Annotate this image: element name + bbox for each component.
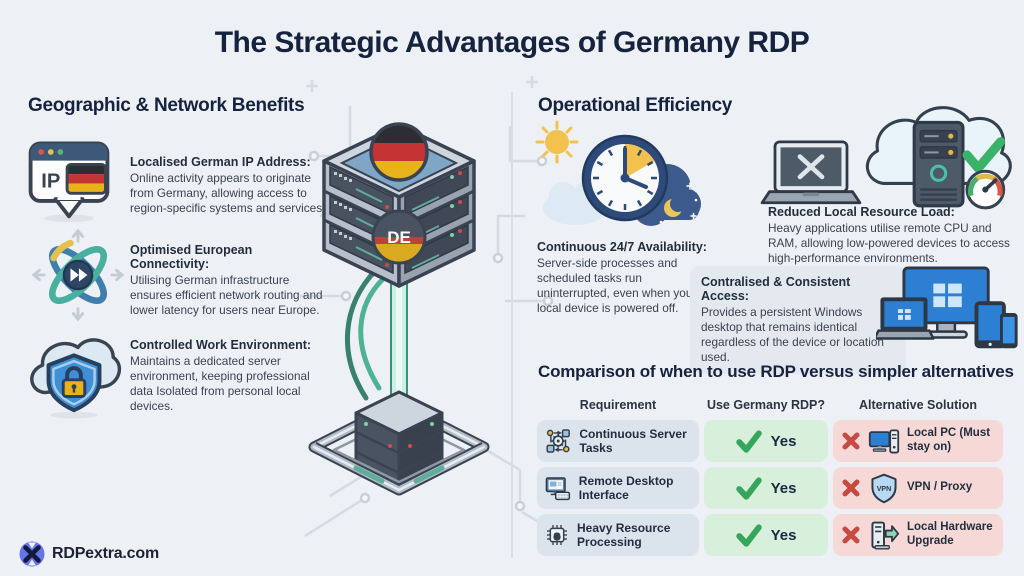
benefit-title: Localised German IP Address: [130,155,311,169]
cross-icon [842,526,860,544]
table-row-alternative-cell: Local Hardware Upgrade [833,514,1003,556]
laptop-off-icon [760,140,862,205]
benefit-title: Controlled Work Environment: [130,338,312,352]
desktop-pc-icon [868,429,900,454]
benefit-description: Maintains a dedicated server environment… [130,354,310,414]
cloud-server-gauge-icon [865,106,1012,210]
benefit-description: Online activity appears to originate fro… [130,171,326,216]
table-row-yes-cell: Yes [704,467,828,509]
section-divider [511,92,513,558]
rdpextra-logo [19,541,45,567]
germany-flag-disc [369,122,429,182]
table-row-requirement-cell: Heavy Resource Processing [537,514,699,556]
column-header-alternative: Alternative Solution [858,398,978,412]
germany-server-illustration: DE [308,122,490,496]
table-row-alternative-cell: VPN VPN / Proxy [833,467,1003,509]
cpu-chip-weight-icon [547,524,568,546]
column-header-use-rdp: Use Germany RDP? [706,398,826,412]
alternative-label: Local PC (Must stay on) [907,427,991,453]
alternative-label: VPN / Proxy [907,481,973,494]
day-night-clock-icon [535,120,701,226]
benefit-title: Contralised & Consistent Access: [701,275,851,303]
yes-label: Yes [770,479,797,497]
benefit-item: Continuous 24/7 Availability: Server-sid… [537,240,707,316]
table-row-requirement-cell: Remote Desktop Interface [537,467,699,509]
ip-flag-badge-icon: IP [28,141,110,223]
multi-device-windows-icon [876,266,1018,349]
workflow-gear-icon [546,429,570,453]
benefit-title: Reduced Local Resource Load: [768,205,955,219]
benefit-item: Reduced Local Resource Load: Heavy appli… [768,205,1018,266]
network-orbit-icon [31,228,125,322]
check-icon [735,430,762,453]
hardware-upgrade-icon [871,521,900,550]
vpn-label: VPN [877,485,892,493]
left-section-heading: Geographic & Network Benefits [28,95,305,116]
yes-label: Yes [770,526,797,544]
ip-label: IP [41,171,60,193]
table-row-alternative-cell: Local PC (Must stay on) [833,420,1003,462]
requirement-label: Heavy Resource Processing [577,520,671,549]
check-icon [735,477,762,500]
de-badge: DE [371,209,427,265]
right-section-heading: Operational Efficiency [538,95,733,116]
cross-icon [842,479,860,497]
benefit-item: Localised German IP Address: Online acti… [130,155,326,216]
centralised-access-card: Contralised & Consistent Access: Provide… [690,266,906,375]
cross-icon [842,432,860,450]
table-row-requirement-cell: Continuous Server Tasks [537,420,699,462]
benefit-title: Continuous 24/7 Availability: [537,240,707,254]
benefit-description: Utilising German infrastructure ensures … [130,273,323,318]
de-label: DE [387,228,411,247]
comparison-heading: Comparison of when to use RDP versus sim… [538,362,1014,381]
check-icon [735,524,762,547]
yes-label: Yes [770,432,797,450]
table-row-yes-cell: Yes [704,420,828,462]
benefit-description: Server-side processes and scheduled task… [537,256,697,316]
benefit-item: Optimised European Connectivity: Utilisi… [130,243,330,318]
benefit-item: Controlled Work Environment: Maintains a… [130,338,330,414]
requirement-label: Continuous Server Tasks [579,426,687,455]
page-title: The Strategic Advantages of Germany RDP [214,26,810,59]
requirement-label: Remote Desktop Interface [578,473,674,502]
table-row-yes-cell: Yes [704,514,828,556]
benefit-description: Heavy applications utilise remote CPU an… [768,221,1010,266]
remote-desktop-icon [545,477,571,501]
column-header-requirement: Requirement [579,398,657,412]
benefit-description: Provides a persistent Windows desktop th… [701,305,884,365]
alternative-label: Local Hardware Upgrade [907,521,993,547]
brand-name: RDPextra.com [52,545,159,562]
vpn-shield-icon: VPN [871,473,897,504]
cloud-shield-lock-icon [30,338,122,419]
benefit-title: Optimised European Connectivity: [130,243,253,271]
